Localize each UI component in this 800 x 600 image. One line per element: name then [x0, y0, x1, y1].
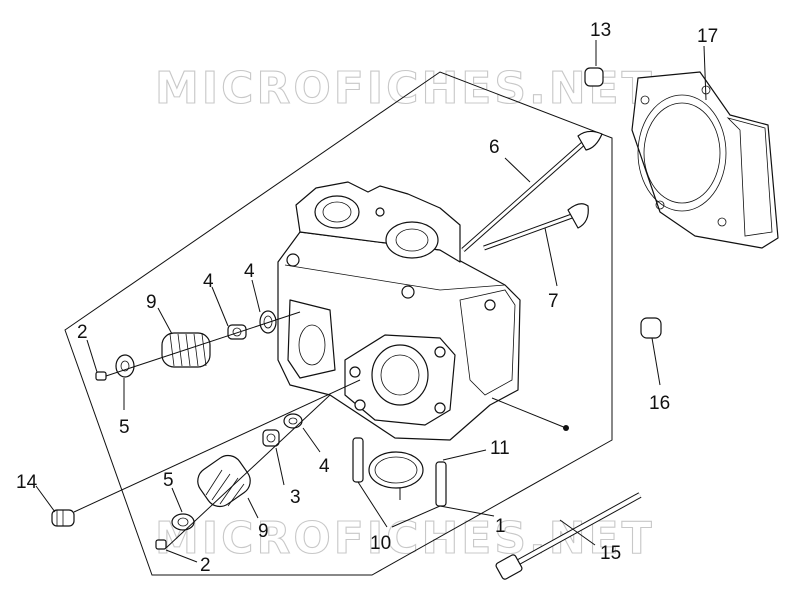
watermark-bottom: MICROFICHES.NET — [155, 513, 655, 564]
callout-4-upper: 4 — [244, 261, 255, 282]
callout-10: 10 — [370, 533, 391, 554]
o-ring-10 — [368, 451, 424, 489]
axis-line-lower — [165, 394, 331, 549]
washer-4-upper — [259, 310, 277, 334]
sleeve-15 — [640, 317, 662, 339]
callout-15: 16 — [649, 393, 670, 414]
callout-16: 15 — [600, 543, 621, 564]
axis-line-upper — [105, 311, 301, 377]
valve-6 — [461, 130, 603, 252]
dowel-13 — [584, 67, 604, 87]
keeper-2-upper — [95, 371, 107, 381]
assembly-outline — [64, 71, 613, 576]
callout-14: 14 — [16, 472, 38, 493]
callout-9-lower: 9 — [258, 521, 269, 542]
dowel-pins — [352, 437, 447, 507]
retainer-5-lower — [171, 513, 195, 531]
leader-lines — [35, 40, 707, 563]
keeper-2-lower — [155, 539, 167, 550]
callout-3-lower: 3 — [290, 487, 301, 508]
callout-11: 11 — [490, 438, 510, 459]
valve-7 — [483, 203, 589, 251]
callout-9-upper: 9 — [146, 292, 157, 313]
retainer-5-upper — [115, 354, 135, 378]
callout-2-lower: 2 — [200, 555, 211, 576]
callout-1: 1 — [495, 516, 506, 537]
callout-2-upper: 2 — [77, 322, 88, 343]
seal-3-lower — [262, 429, 280, 447]
callout-6: 6 — [489, 137, 500, 158]
callout-5-lower: 5 — [163, 470, 174, 491]
plug-14 — [51, 509, 75, 527]
gasket-17 — [631, 71, 779, 249]
callout-13: 13 — [590, 20, 611, 41]
seal-3-upper — [227, 324, 247, 340]
bolt-16 — [495, 492, 642, 580]
plug-leader — [73, 379, 361, 513]
callout-4-lower: 4 — [319, 456, 330, 477]
washer-4-lower — [283, 413, 303, 429]
callout-5-upper: 5 — [119, 417, 130, 438]
callout-3-upper: 4 — [203, 271, 214, 292]
watermark-top: MICROFICHES.NET — [155, 63, 655, 114]
spring-9-lower — [197, 454, 251, 508]
cylinder-head — [277, 181, 521, 441]
callout-7: 7 — [548, 291, 559, 312]
callout-17: 17 — [697, 26, 718, 47]
